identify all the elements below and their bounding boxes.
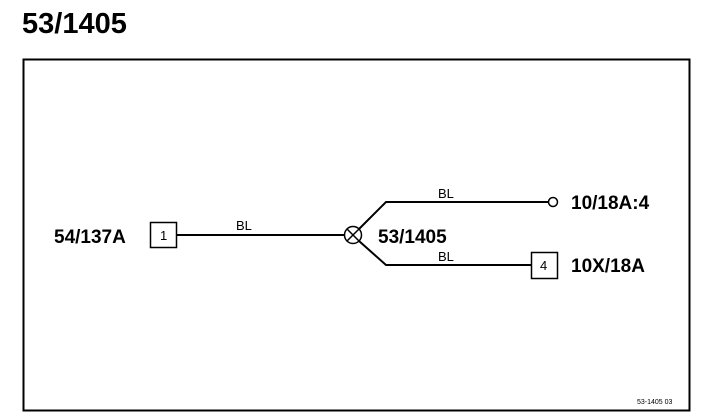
top-target-label: 10/18A:4 [571, 193, 650, 214]
right-connector-pin: 4 [540, 258, 547, 273]
top-wire-label: BL [438, 186, 454, 201]
main-wire-label: BL [236, 218, 252, 233]
left-connector-box[interactable] [149, 221, 178, 249]
diagram-frame [22, 58, 691, 412]
reference-code: 53-1405 03 [637, 399, 673, 406]
page-title: 53/1405 [22, 8, 127, 40]
splice-label: 53/1405 [378, 227, 447, 248]
bottom-target-label: 10X/18A [571, 256, 645, 277]
top-branch-wire [358, 201, 548, 230]
bottom-branch-wire [358, 240, 531, 266]
terminal-ring-icon[interactable] [547, 196, 559, 208]
bottom-wire-label: BL [438, 249, 454, 264]
left-connector-pin: 1 [160, 228, 167, 243]
splice-icon[interactable] [343, 225, 363, 245]
left-connector-label: 54/137A [54, 227, 126, 248]
right-connector-box[interactable] [530, 251, 559, 280]
